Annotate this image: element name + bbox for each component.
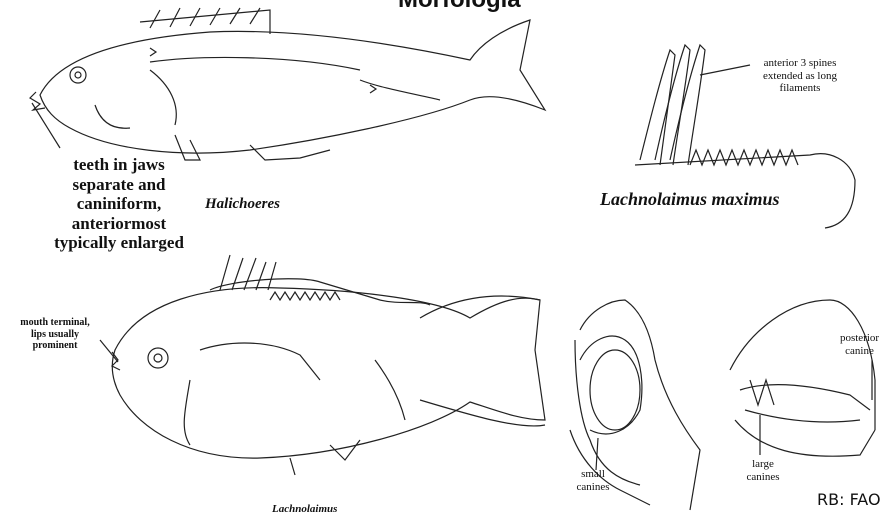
- teeth-label: teeth in jaws separate and caniniform, a…: [34, 155, 204, 253]
- spines-label-line: extended as long: [740, 70, 860, 83]
- lachnolaimus-maximus-label: Lachnolaimus maximus: [600, 189, 780, 210]
- spines-label-line: filaments: [740, 82, 860, 95]
- small-canines-label-line: canines: [563, 481, 623, 494]
- teeth-label-line: caniniform,: [34, 194, 204, 214]
- large-canines-label-line: large: [733, 458, 793, 471]
- posterior-canine-label: posterior canine: [832, 332, 887, 357]
- posterior-canine-label-line: posterior: [832, 332, 887, 345]
- large-canines-label: large canines: [733, 458, 793, 483]
- spines-label: anterior 3 spines extended as long filam…: [740, 57, 860, 95]
- teeth-label-line: teeth in jaws: [34, 155, 204, 175]
- jaws-large-canines-drawing: [730, 300, 875, 456]
- halichoeres-fish-drawing: [30, 8, 545, 160]
- halichoeres-label: Halichoeres: [205, 196, 280, 213]
- mouth-label-line: mouth terminal,: [0, 317, 110, 329]
- lachnolaimus-fish-drawing: [100, 255, 545, 475]
- credit-label: RB: FAO: [817, 490, 881, 509]
- spines-label-line: anterior 3 spines: [740, 57, 860, 70]
- lachnolaimus-label: Lachnolaimus: [272, 503, 337, 516]
- posterior-canine-label-line: canine: [832, 345, 887, 358]
- small-canines-label-line: small: [563, 468, 623, 481]
- teeth-label-line: typically enlarged: [34, 233, 204, 253]
- teeth-label-line: anteriormost: [34, 214, 204, 234]
- large-canines-label-line: canines: [733, 471, 793, 484]
- mouth-label: mouth terminal, lips usually prominent: [0, 317, 110, 352]
- teeth-label-line: separate and: [34, 175, 204, 195]
- mouth-label-line: prominent: [0, 340, 110, 352]
- mouth-label-line: lips usually: [0, 329, 110, 341]
- small-canines-label: small canines: [563, 468, 623, 493]
